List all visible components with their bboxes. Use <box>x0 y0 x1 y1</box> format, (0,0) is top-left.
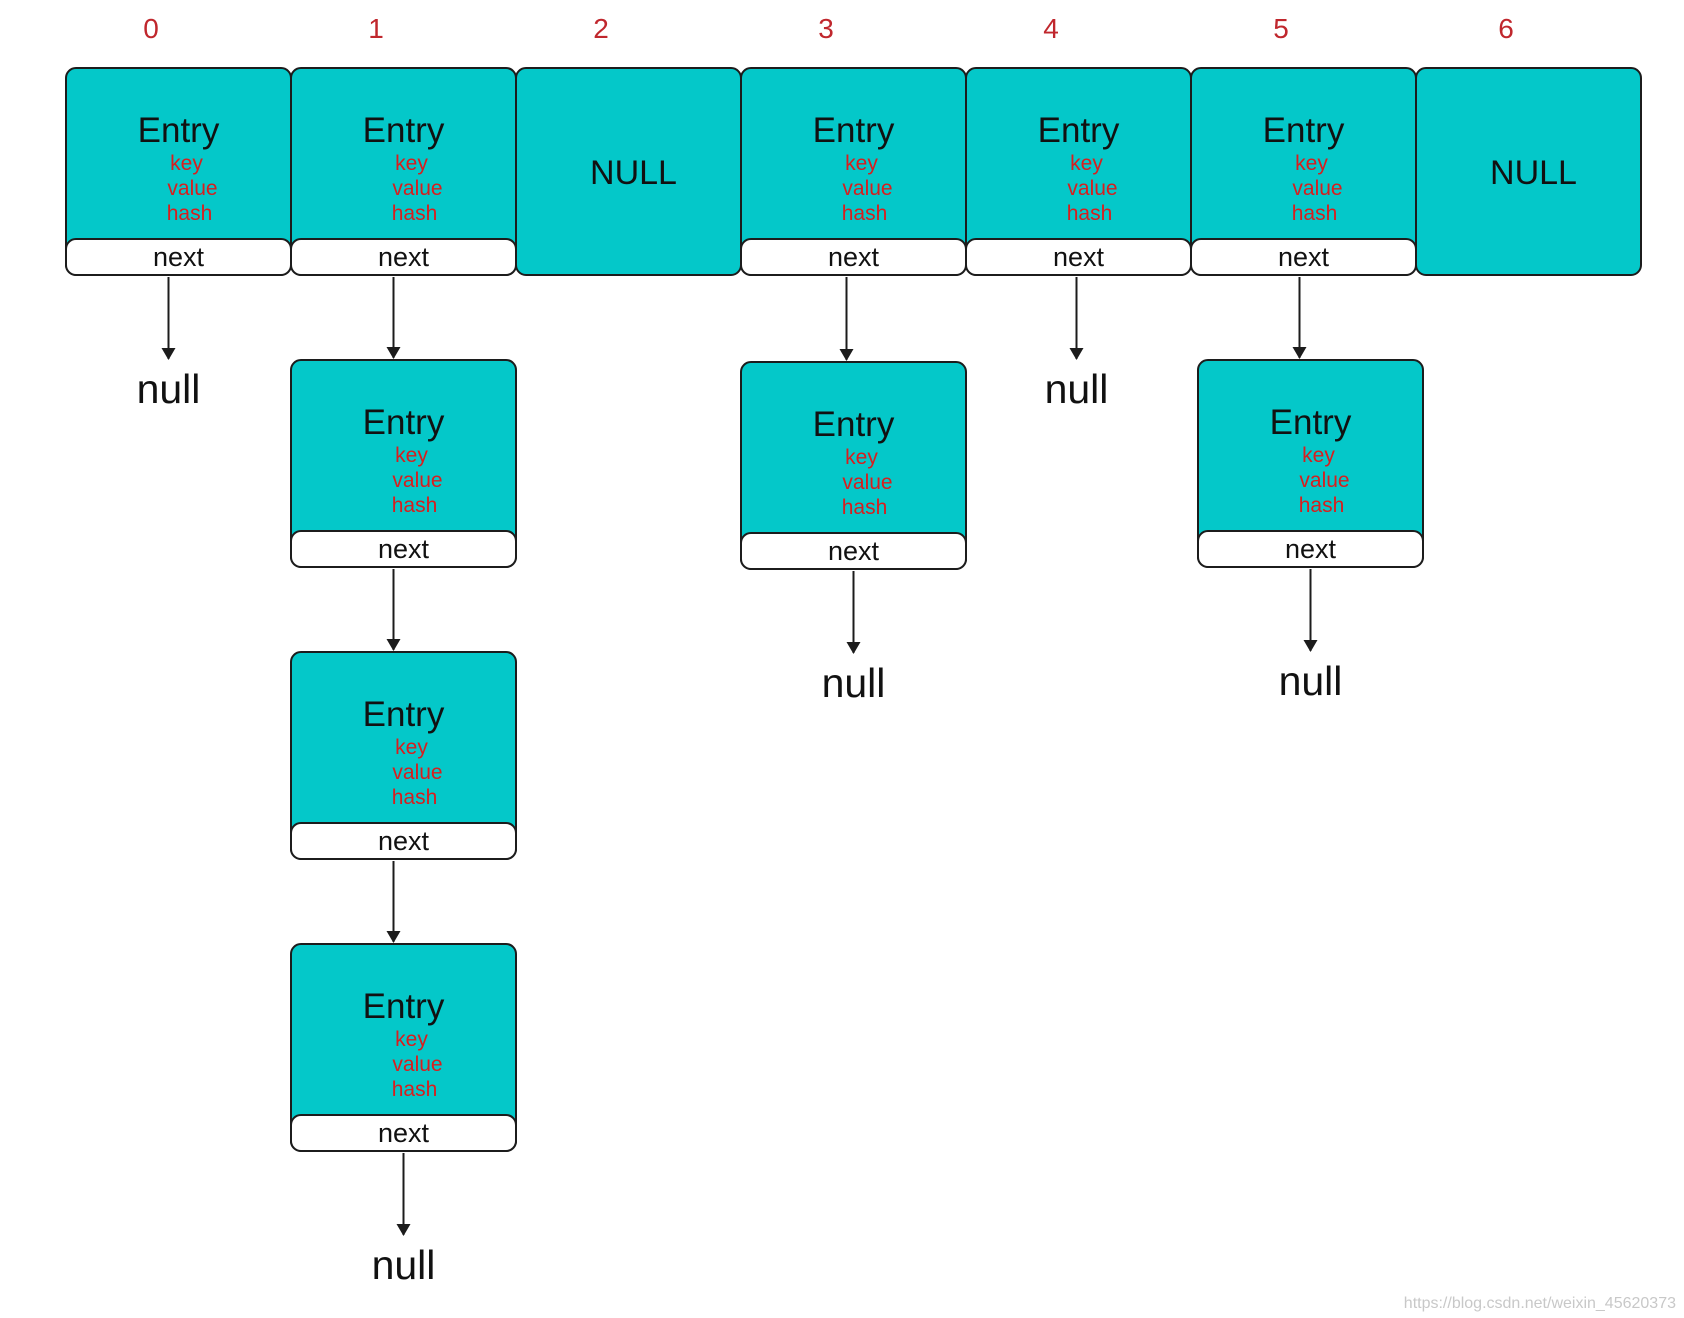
entry-field-hash: hash <box>392 202 438 225</box>
entry-field-hash: hash <box>842 202 888 225</box>
chain-terminators: null null null null null <box>137 366 1343 1288</box>
next-pointer-arrows <box>161 277 1318 1236</box>
empty-bucket: NULL <box>515 67 742 276</box>
entry-field-key: key <box>845 446 878 469</box>
empty-bucket-box <box>1415 67 1642 276</box>
entry-title: Entry <box>363 987 445 1026</box>
next-label: next <box>1285 534 1337 564</box>
entry-title: Entry <box>1038 111 1120 150</box>
entry-field-key: key <box>1302 444 1335 467</box>
null-terminator: null <box>1045 366 1109 412</box>
empty-bucket-label: NULL <box>1490 154 1577 192</box>
entry-field-hash: hash <box>167 202 213 225</box>
entry-field-hash: hash <box>1292 202 1338 225</box>
entry-field-key: key <box>845 152 878 175</box>
next-pointer-field <box>290 530 517 568</box>
next-label: next <box>828 242 880 272</box>
entry-title: Entry <box>1263 111 1345 150</box>
entry-title: Entry <box>813 405 895 444</box>
next-pointer-field <box>1197 530 1424 568</box>
next-pointer-field <box>290 1114 517 1152</box>
next-label: next <box>378 534 430 564</box>
entry-field-value: value <box>1067 177 1117 200</box>
watermark-text: https://blog.csdn.net/weixin_45620373 <box>1404 1295 1676 1312</box>
bucket-index-1: 1 <box>368 13 384 44</box>
entry-field-hash: hash <box>1299 494 1345 517</box>
bucket-index-5: 5 <box>1273 13 1289 44</box>
entry-field-value: value <box>392 469 442 492</box>
bucket-index-0: 0 <box>143 13 159 44</box>
entry-field-key: key <box>1295 152 1328 175</box>
entry-title: Entry <box>813 111 895 150</box>
bucket-index-2: 2 <box>593 13 609 44</box>
entry-field-value: value <box>392 177 442 200</box>
null-terminator: null <box>1279 658 1343 704</box>
entry-field-key: key <box>395 1028 428 1051</box>
entry-field-hash: hash <box>392 494 438 517</box>
entry-field-hash: hash <box>1067 202 1113 225</box>
next-label: next <box>378 826 430 856</box>
entry-field-value: value <box>1292 177 1342 200</box>
entry-field-key: key <box>170 152 203 175</box>
next-label: next <box>1278 242 1330 272</box>
bucket-index-row: 0 1 2 3 4 5 6 <box>143 13 1514 44</box>
empty-bucket: NULL <box>1415 67 1642 276</box>
next-pointer-field <box>290 822 517 860</box>
entry-field-value: value <box>842 471 892 494</box>
next-label: next <box>153 242 205 272</box>
entry-field-key: key <box>395 736 428 759</box>
next-label: next <box>378 1118 430 1148</box>
entry-title: Entry <box>1270 403 1352 442</box>
entry-title: Entry <box>138 111 220 150</box>
next-label: next <box>828 536 880 566</box>
next-pointer-field <box>740 532 967 570</box>
next-label: next <box>1053 242 1105 272</box>
entry-title: Entry <box>363 695 445 734</box>
entry-field-value: value <box>392 1053 442 1076</box>
bucket-index-4: 4 <box>1043 13 1059 44</box>
entry-field-value: value <box>392 761 442 784</box>
null-terminator: null <box>372 1242 436 1288</box>
entry-field-hash: hash <box>392 1078 438 1101</box>
next-label: next <box>378 242 430 272</box>
entry-field-hash: hash <box>842 496 888 519</box>
bucket-index-6: 6 <box>1498 13 1514 44</box>
entry-title: Entry <box>363 403 445 442</box>
entry-field-value: value <box>167 177 217 200</box>
entry-title: Entry <box>363 111 445 150</box>
entry-field-key: key <box>395 152 428 175</box>
empty-bucket-label: NULL <box>590 154 677 192</box>
entry-field-key: key <box>1070 152 1103 175</box>
null-terminator: null <box>137 366 201 412</box>
bucket-index-3: 3 <box>818 13 834 44</box>
entry-field-value: value <box>842 177 892 200</box>
null-terminator: null <box>822 660 886 706</box>
entry-field-key: key <box>395 444 428 467</box>
entry-field-value: value <box>1299 469 1349 492</box>
entry-field-hash: hash <box>392 786 438 809</box>
bucket-array: EntrykeyvaluehashnextEntrykeyvaluehashne… <box>65 67 1642 1152</box>
